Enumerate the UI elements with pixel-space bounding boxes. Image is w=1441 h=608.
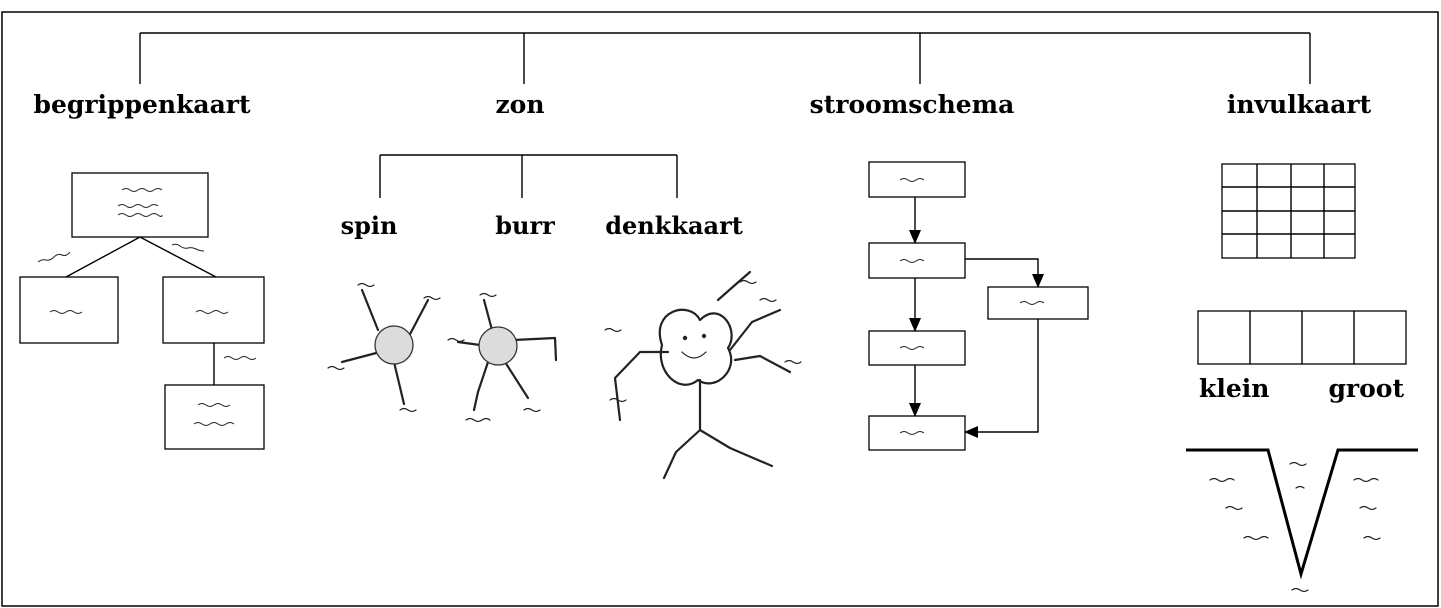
scale-label-klein: klein: [1199, 374, 1269, 403]
label-invulkaart: invulkaart: [1227, 90, 1372, 119]
label-stroomschema: stroomschema: [810, 90, 1015, 119]
fill-in-grid: [1222, 164, 1355, 258]
concept-box-child: [165, 385, 264, 449]
top-connector: [140, 33, 1310, 84]
scale-label-groot: groot: [1328, 374, 1404, 403]
scale-boxes: [1198, 311, 1406, 364]
concept-box-left: [20, 277, 118, 343]
label-burr: burr: [495, 211, 555, 240]
burr-sketch: [448, 294, 556, 422]
label-spin: spin: [341, 211, 398, 240]
concept-box-right: [163, 277, 264, 343]
denkkaart-sketch: [605, 272, 801, 478]
zon-connector: [380, 155, 677, 198]
flow-box-4: [869, 416, 965, 450]
label-denkkaart: denkkaart: [605, 211, 743, 240]
label-begrippenkaart: begrippenkaart: [33, 90, 250, 119]
concept-map-diagram: [20, 173, 264, 449]
spin-sketch: [328, 284, 440, 412]
label-zon: zon: [495, 90, 544, 119]
flow-box-3: [869, 331, 965, 365]
funnel-diagram: [1186, 450, 1418, 592]
flow-box-side: [988, 287, 1088, 319]
flowchart-diagram: [869, 162, 1088, 450]
